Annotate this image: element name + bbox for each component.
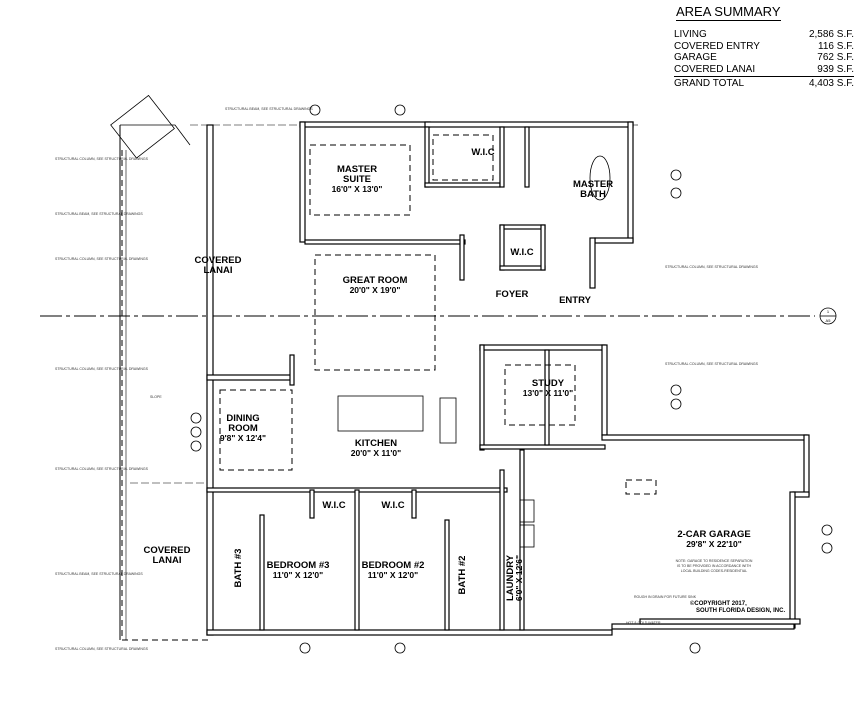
svg-text:STRUCTURAL COLUMN, SEE STRUCTU: STRUCTURAL COLUMN, SEE STRUCTURAL DRAWIN… bbox=[55, 257, 149, 261]
copyright: ©COPYRIGHT 2017, SOUTH FLORIDA DESIGN, I… bbox=[690, 600, 785, 614]
svg-text:11'0" X 12'0": 11'0" X 12'0" bbox=[273, 570, 323, 580]
room-great-room: GREAT ROOM 20'0" X 19'0" bbox=[343, 275, 408, 295]
svg-text:6'0" X 12'6": 6'0" X 12'6" bbox=[514, 555, 524, 601]
room-covered-lanai-bottom: COVERED LANAI bbox=[144, 545, 191, 566]
svg-text:29'8" X 22'10": 29'8" X 22'10" bbox=[686, 539, 742, 549]
room-wic-bed2: W.I.C bbox=[381, 500, 404, 511]
svg-text:BEDROOM #2: BEDROOM #2 bbox=[362, 560, 425, 571]
svg-text:LANAI: LANAI bbox=[203, 265, 232, 276]
svg-text:STRUCTURAL COLUMN, SEE STRUCTU: STRUCTURAL COLUMN, SEE STRUCTURAL DRAWIN… bbox=[55, 367, 149, 371]
ceiling-outlines bbox=[219, 134, 657, 548]
room-dining-room: DINING ROOM 9'8" X 12'4" bbox=[220, 413, 266, 443]
svg-text:COVERED: COVERED bbox=[195, 255, 242, 266]
room-wic-master: W.I.C bbox=[471, 147, 494, 158]
room-garage: 2-CAR GARAGE 29'8" X 22'10" NOTE: GARAGE… bbox=[676, 529, 753, 573]
svg-text:MASTER: MASTER bbox=[573, 179, 613, 190]
svg-text:STRUCTURAL COLUMN, SEE STRUCTU: STRUCTURAL COLUMN, SEE STRUCTURAL DRAWIN… bbox=[55, 647, 149, 651]
svg-text:STRUCTURAL COLUMN, SEE STRUCTU: STRUCTURAL COLUMN, SEE STRUCTURAL DRAWIN… bbox=[665, 265, 759, 269]
svg-text:2-CAR GARAGE: 2-CAR GARAGE bbox=[677, 529, 750, 540]
svg-text:STRUCTURAL BEAM, SEE STRUCTURA: STRUCTURAL BEAM, SEE STRUCTURAL DRAWINGS bbox=[225, 107, 313, 111]
room-master-suite: MASTER SUITE 16'0" X 13'0" bbox=[332, 164, 383, 194]
svg-text:20'0" X 11'0": 20'0" X 11'0" bbox=[351, 448, 401, 458]
area-summary-title: AREA SUMMARY bbox=[676, 4, 781, 21]
svg-text:A5: A5 bbox=[826, 318, 832, 323]
svg-text:LANAI: LANAI bbox=[152, 555, 181, 566]
water-note: HOT & COLD WATER bbox=[626, 621, 661, 625]
svg-text:SOUTH FLORIDA DESIGN, INC.: SOUTH FLORIDA DESIGN, INC. bbox=[696, 608, 785, 614]
svg-text:STRUCTURAL COLUMN, SEE STRUCTU: STRUCTURAL COLUMN, SEE STRUCTURAL DRAWIN… bbox=[665, 362, 759, 366]
svg-text:STRUCTURAL COLUMN, SEE STRUCTU: STRUCTURAL COLUMN, SEE STRUCTURAL DRAWIN… bbox=[55, 157, 149, 161]
room-covered-lanai-top: COVERED LANAI bbox=[195, 255, 242, 276]
drain-note: ROUGH IN DRAIN FOR FUTURE SINK bbox=[634, 595, 697, 599]
svg-text:STRUCTURAL BEAM, SEE STRUCTURA: STRUCTURAL BEAM, SEE STRUCTURAL DRAWINGS bbox=[55, 572, 143, 576]
room-study: STUDY 13'0" X 11'0" bbox=[523, 378, 573, 398]
room-kitchen: KITCHEN 20'0" X 11'0" bbox=[351, 438, 401, 458]
svg-text:20'0" X 19'0": 20'0" X 19'0" bbox=[350, 285, 401, 295]
room-master-bath: MASTER BATH bbox=[573, 179, 613, 200]
svg-text:©COPYRIGHT 2017,: ©COPYRIGHT 2017, bbox=[690, 600, 747, 607]
svg-text:COVERED: COVERED bbox=[144, 545, 191, 556]
svg-text:GREAT ROOM: GREAT ROOM bbox=[343, 275, 408, 286]
svg-text:NOTE: GARAGE TO RESIDENCE SEPA: NOTE: GARAGE TO RESIDENCE SEPARATION bbox=[676, 559, 753, 563]
svg-text:BEDROOM #3: BEDROOM #3 bbox=[267, 560, 330, 571]
svg-text:BATH: BATH bbox=[580, 189, 606, 200]
svg-text:LAUNDRY: LAUNDRY bbox=[505, 554, 516, 601]
svg-text:13'0" X 11'0": 13'0" X 11'0" bbox=[523, 388, 573, 398]
svg-text:SUITE: SUITE bbox=[343, 174, 371, 185]
section-marker: 1 A5 bbox=[819, 307, 837, 325]
room-foyer: FOYER bbox=[496, 289, 529, 300]
svg-text:STRUCTURAL BEAM, SEE STRUCTURA: STRUCTURAL BEAM, SEE STRUCTURAL DRAWINGS bbox=[55, 212, 143, 216]
room-wic-foyer: W.I.C bbox=[510, 247, 533, 258]
svg-text:16'0" X 13'0": 16'0" X 13'0" bbox=[332, 184, 383, 194]
svg-text:KITCHEN: KITCHEN bbox=[355, 438, 397, 449]
covered-lanai-outline bbox=[110, 94, 640, 641]
room-wic-bed3: W.I.C bbox=[322, 500, 345, 511]
svg-text:STRUCTURAL COLUMN, SEE STRUCTU: STRUCTURAL COLUMN, SEE STRUCTURAL DRAWIN… bbox=[55, 467, 149, 471]
svg-text:11'0" X 12'0": 11'0" X 12'0" bbox=[368, 570, 418, 580]
room-bedroom2: BEDROOM #2 11'0" X 12'0" bbox=[362, 560, 425, 580]
svg-text:DINING: DINING bbox=[226, 413, 259, 424]
svg-text:9'8" X 12'4": 9'8" X 12'4" bbox=[220, 433, 266, 443]
room-bath2: BATH #2 bbox=[457, 556, 468, 595]
svg-text:1: 1 bbox=[827, 309, 830, 314]
room-laundry: LAUNDRY 6'0" X 12'6" bbox=[505, 554, 524, 601]
room-bath3: BATH #3 bbox=[233, 549, 244, 588]
side-notes: STRUCTURAL COLUMN, SEE STRUCTURAL DRAWIN… bbox=[55, 107, 759, 651]
room-bedroom3: BEDROOM #3 11'0" X 12'0" bbox=[267, 560, 330, 580]
svg-text:IS TO BE PROVIDED IN ACCORDANC: IS TO BE PROVIDED IN ACCORDANCE WITH bbox=[677, 564, 751, 568]
door-tags bbox=[190, 104, 833, 654]
svg-text:SLOPE: SLOPE bbox=[150, 395, 162, 399]
room-entry: ENTRY bbox=[559, 295, 592, 306]
svg-text:LOCAL BUILDING CODES-RESIDENTI: LOCAL BUILDING CODES-RESIDENTIAL bbox=[681, 569, 747, 573]
exterior-walls bbox=[206, 121, 810, 636]
svg-text:ROOM: ROOM bbox=[228, 423, 258, 434]
svg-text:MASTER: MASTER bbox=[337, 164, 377, 175]
svg-text:STUDY: STUDY bbox=[532, 378, 565, 389]
